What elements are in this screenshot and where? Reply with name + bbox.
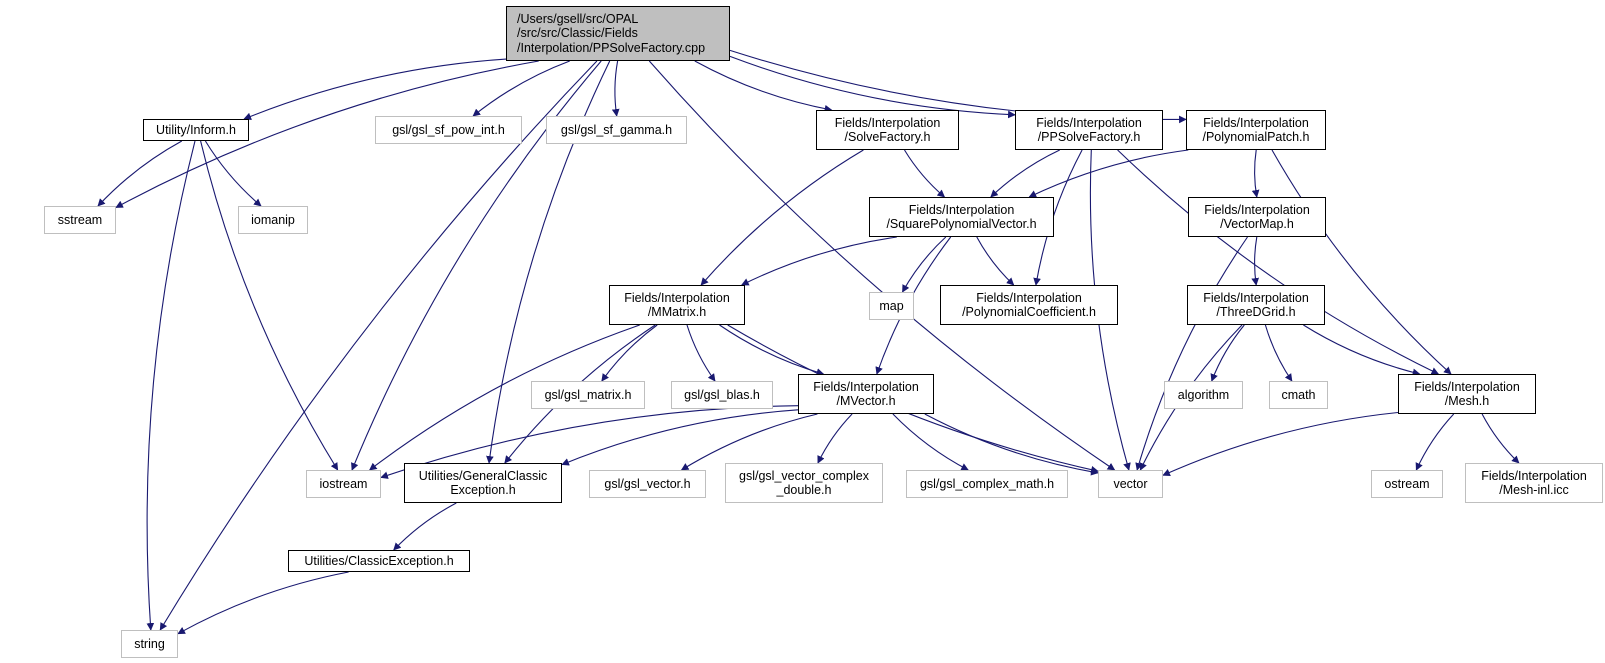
edge-mvector-to-vector: [924, 413, 1099, 476]
node-string: string: [121, 630, 178, 658]
edge-root-to-sstream: [115, 60, 539, 208]
node-gslblas: gsl/gsl_blas.h: [671, 381, 773, 409]
edge-threed-to-cmath: [1264, 324, 1293, 382]
edge-mmatrix-to-iostream: [368, 324, 640, 471]
edge-polypatch-to-vecmap: [1251, 149, 1260, 198]
node-gslmatrix: gsl/gsl_matrix.h: [531, 381, 645, 409]
edge-mesh-to-vector: [1162, 411, 1399, 476]
node-powint: gsl/gsl_sf_pow_int.h: [375, 116, 522, 144]
edge-classexc-to-string: [177, 571, 349, 635]
node-algorithm: algorithm: [1164, 381, 1243, 409]
node-polypatch[interactable]: Fields/Interpolation /PolynomialPatch.h: [1186, 110, 1326, 150]
node-mesh[interactable]: Fields/Interpolation /Mesh.h: [1398, 374, 1536, 414]
edge-sqpoly-to-mmatrix: [741, 236, 897, 286]
edge-root-to-solvefac: [694, 60, 833, 113]
edge-solvefac-to-sqpoly: [904, 149, 946, 198]
node-iomanip: iomanip: [238, 206, 308, 234]
edge-genexc-to-classexc: [393, 502, 457, 551]
node-vcomplex: gsl/gsl_vector_complex _double.h: [725, 463, 883, 503]
edge-ppsolve-to-sqpoly: [990, 149, 1060, 198]
edge-vecmap-to-vector: [1135, 236, 1248, 471]
edge-root-to-ppsolve: [729, 55, 1016, 119]
edge-root-to-genexc: [486, 60, 611, 464]
edge-inform-to-sstream: [97, 140, 183, 207]
edge-threed-to-mesh: [1303, 324, 1421, 377]
node-ppsolve[interactable]: Fields/Interpolation /PPSolveFactory.h: [1015, 110, 1163, 150]
edge-polypatch-to-sqpoly: [1028, 149, 1189, 198]
edge-mvector-to-gslvector: [680, 413, 818, 471]
node-vecmap[interactable]: Fields/Interpolation /VectorMap.h: [1188, 197, 1326, 237]
node-mmatrix[interactable]: Fields/Interpolation /MMatrix.h: [609, 285, 745, 325]
node-ostream: ostream: [1371, 470, 1443, 498]
edge-vecmap-to-threed: [1251, 236, 1260, 286]
node-map: map: [869, 292, 914, 320]
node-solvefac[interactable]: Fields/Interpolation /SolveFactory.h: [816, 110, 959, 150]
node-sqpoly[interactable]: Fields/Interpolation /SquarePolynomialVe…: [869, 197, 1054, 237]
node-sstream: sstream: [44, 206, 116, 234]
edge-root-to-powint: [472, 60, 570, 117]
edge-mmatrix-to-gslblas: [686, 324, 716, 382]
edge-root-to-string: [159, 60, 598, 631]
node-genexc[interactable]: Utilities/GeneralClassic Exception.h: [404, 463, 562, 503]
edge-root-to-gamma: [611, 60, 620, 117]
edge-polypatch-to-mesh: [1271, 149, 1452, 375]
edge-mesh-to-ostream: [1415, 413, 1455, 471]
edge-mmatrix-to-gslmatrix: [601, 324, 658, 382]
edge-mesh-to-meshinl: [1481, 413, 1520, 464]
edge-threed-to-algorithm: [1210, 324, 1245, 382]
edge-ppsolve-to-mesh: [1117, 149, 1440, 375]
node-cmathgsl: gsl/gsl_complex_math.h: [906, 470, 1068, 498]
node-mvector[interactable]: Fields/Interpolation /MVector.h: [798, 374, 934, 414]
edge-root-to-iostream: [351, 60, 602, 471]
edge-sqpoly-to-polycoef: [976, 236, 1015, 286]
edge-inform-to-iomanip: [204, 140, 262, 207]
node-meshinl: Fields/Interpolation /Mesh-inl.icc: [1465, 463, 1603, 503]
node-cmath: cmath: [1269, 381, 1328, 409]
edge-mvector-to-genexc: [561, 409, 799, 466]
edge-solvefac-to-mmatrix: [700, 149, 864, 286]
node-gamma: gsl/gsl_sf_gamma.h: [546, 116, 687, 144]
edge-mvector-to-cmathgsl: [892, 413, 969, 471]
edge-inform-to-string: [146, 140, 196, 631]
node-root[interactable]: /Users/gsell/src/OPAL /src/src/Classic/F…: [506, 6, 730, 61]
edge-root-to-inform: [243, 58, 507, 120]
edge-root-to-vector: [648, 60, 1116, 471]
node-inform[interactable]: Utility/Inform.h: [143, 119, 249, 141]
node-polycoef[interactable]: Fields/Interpolation /PolynomialCoeffici…: [940, 285, 1118, 325]
edge-inform-to-iostream: [200, 140, 339, 471]
node-threed[interactable]: Fields/Interpolation /ThreeDGrid.h: [1187, 285, 1325, 325]
edge-mvector-to-vcomplex: [817, 413, 853, 464]
node-gslvector: gsl/gsl_vector.h: [589, 470, 706, 498]
edge-sqpoly-to-map: [902, 236, 947, 293]
node-classexc[interactable]: Utilities/ClassicException.h: [288, 550, 470, 572]
node-iostream: iostream: [306, 470, 381, 498]
node-vector: vector: [1098, 470, 1163, 498]
